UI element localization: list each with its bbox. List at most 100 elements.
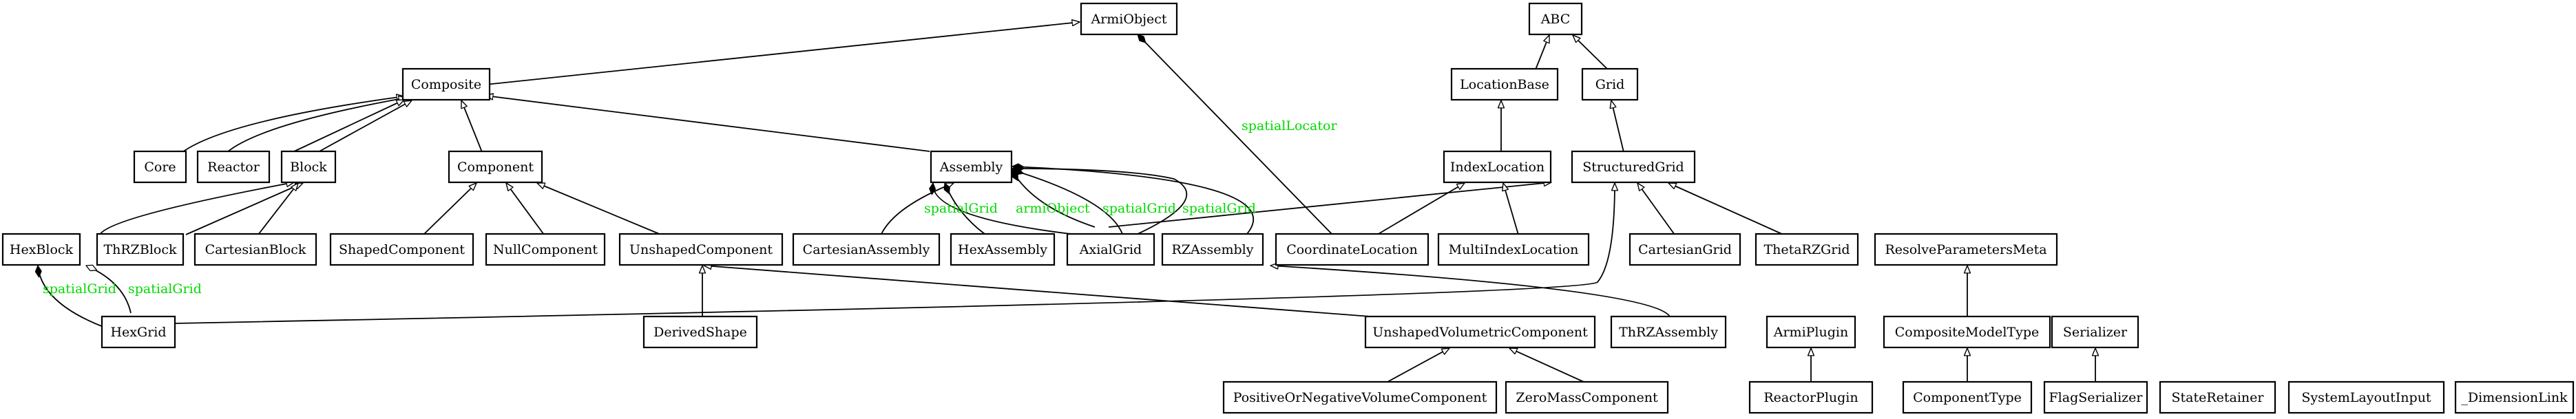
svg-text:CartesianAssembly: CartesianAssembly — [803, 242, 930, 257]
svg-text:ArmiPlugin: ArmiPlugin — [1773, 325, 1848, 340]
compose-rzassembly-assembly — [1012, 166, 1255, 235]
class-node-rzassembly[interactable]: RZAssembly — [1161, 233, 1264, 266]
edge-label-armiobject: armiObject — [1016, 201, 1090, 216]
svg-text:CoordinateLocation: CoordinateLocation — [1286, 242, 1418, 257]
class-node-stateretainer[interactable]: StateRetainer — [2159, 380, 2276, 414]
class-node-unshapedvolumetriccomponent[interactable]: UnshapedVolumetricComponent — [1364, 315, 1596, 349]
class-node-compositemodeltype[interactable]: CompositeModelType — [1883, 315, 2051, 349]
inherit-unshapedcomponent-component — [537, 182, 662, 235]
inherit-reactor-composite — [227, 98, 406, 153]
svg-text:UnshapedVolumetricComponent: UnshapedVolumetricComponent — [1372, 325, 1588, 340]
svg-text:ResolveParametersMeta: ResolveParametersMeta — [1885, 242, 2046, 257]
svg-text:ZeroMassComponent: ZeroMassComponent — [1516, 390, 1658, 405]
svg-text:ThRZBlock: ThRZBlock — [103, 242, 177, 257]
class-node-thetarzgrid[interactable]: ThetaRZGrid — [1755, 233, 1859, 266]
inherit-thetarzgrid-structuredgrid — [1668, 182, 1784, 235]
svg-text:Grid: Grid — [1595, 77, 1625, 92]
class-node-core[interactable]: Core — [133, 150, 187, 184]
class-node-armiobject[interactable]: ArmiObject — [1080, 2, 1178, 36]
class-node-indexlocation[interactable]: IndexLocation — [1443, 150, 1552, 184]
edge-label-spatialgrid: spatialGrid — [1182, 201, 1256, 216]
class-node-armiplugin[interactable]: ArmiPlugin — [1766, 315, 1856, 349]
svg-text:Component: Component — [457, 160, 534, 175]
inherit-composite-armiobject — [485, 22, 1080, 85]
svg-text:StructuredGrid: StructuredGrid — [1582, 160, 1684, 175]
inherit-axialgrid-structuredgrid — [1108, 182, 1551, 228]
class-node-axialgrid[interactable]: AxialGrid — [1066, 233, 1155, 266]
inherit-hexgrid-structuredgrid — [175, 183, 1615, 324]
class-node-cartesiangrid[interactable]: CartesianGrid — [1629, 233, 1741, 266]
class-node-cartesianassembly[interactable]: CartesianAssembly — [792, 233, 941, 266]
svg-text:DerivedShape: DerivedShape — [653, 325, 747, 340]
class-node-systemlayoutinput[interactable]: SystemLayoutInput — [2287, 380, 2445, 414]
inherit-thrzblock-block — [185, 182, 303, 235]
compose-axialgrid-assembly-2 — [1012, 171, 1096, 228]
class-node-positiveornegativevolumecomponent[interactable]: PositiveOrNegativeVolumeComponent — [1222, 380, 1498, 414]
aggregate-hexgrid-hexblock — [86, 266, 132, 314]
class-node-structuredgrid[interactable]: StructuredGrid — [1571, 150, 1696, 184]
class-node-flagserializer[interactable]: FlagSerializer — [2043, 380, 2148, 414]
svg-text:HexGrid: HexGrid — [110, 325, 166, 340]
inherit-zeromass-unshapedvolumetric — [1509, 347, 1584, 383]
svg-text:HexBlock: HexBlock — [10, 242, 74, 257]
inherit-hexblock-block — [99, 182, 294, 235]
class-node-derivedshape[interactable]: DerivedShape — [642, 315, 758, 349]
svg-text:NullComponent: NullComponent — [493, 242, 598, 257]
svg-text:CartesianBlock: CartesianBlock — [205, 242, 306, 257]
svg-text:LocationBase: LocationBase — [1460, 77, 1549, 92]
class-node-resolveparametersmeta[interactable]: ResolveParametersMeta — [1874, 233, 2058, 266]
class-node-multiindexlocation[interactable]: MultiIndexLocation — [1437, 233, 1590, 266]
svg-text:IndexLocation: IndexLocation — [1450, 160, 1544, 175]
class-node-componenttype[interactable]: ComponentType — [1902, 380, 2033, 414]
inherit-structuredgrid-grid — [1611, 100, 1624, 153]
class-node-grid[interactable]: Grid — [1581, 67, 1639, 101]
class-node-hexgrid[interactable]: HexGrid — [101, 315, 176, 349]
class-node-hexassembly[interactable]: HexAssembly — [950, 233, 1056, 266]
svg-text:HexAssembly: HexAssembly — [958, 242, 1047, 257]
inherit-component-composite — [317, 100, 412, 153]
inherit-nullcomponent-component — [506, 183, 545, 235]
class-node-locationbase[interactable]: LocationBase — [1450, 67, 1559, 101]
edge-label-spatialgrid: spatialGrid — [1102, 201, 1176, 216]
class-node-hexblock[interactable]: HexBlock — [1, 233, 81, 266]
class-node-thrzblock[interactable]: ThRZBlock — [96, 233, 185, 266]
compose-coordinatelocation-armiobject — [1138, 34, 1333, 235]
svg-text:Composite: Composite — [411, 77, 481, 92]
inherit-grid-abc — [1573, 35, 1609, 70]
compose-axialgrid-assembly-1 — [933, 183, 1071, 235]
class-node-reactorplugin[interactable]: ReactorPlugin — [1748, 380, 1874, 414]
edge-label-spatialgrid: spatialGrid — [43, 281, 116, 297]
svg-text:ReactorPlugin: ReactorPlugin — [1763, 390, 1858, 405]
class-node-assembly[interactable]: Assembly — [930, 150, 1013, 184]
class-node-cartesianblock[interactable]: CartesianBlock — [193, 233, 317, 266]
class-node-abc[interactable]: ABC — [1528, 2, 1583, 36]
class-node-shapedcomponent[interactable]: ShapedComponent — [329, 233, 474, 266]
svg-text:UnshapedComponent: UnshapedComponent — [629, 242, 773, 257]
svg-text:ComponentType: ComponentType — [1913, 390, 2022, 405]
edge-label-spatiallocator: spatialLocator — [1242, 118, 1337, 133]
inherit-block-composite — [292, 99, 404, 153]
class-node-coordinatelocation[interactable]: CoordinateLocation — [1275, 233, 1430, 266]
inherit-cartesiangrid-structuredgrid — [1637, 183, 1675, 235]
svg-text:ABC: ABC — [1540, 12, 1571, 27]
class-node-nullcomponent[interactable]: NullComponent — [485, 233, 606, 266]
edge-labels: spatialLocator spatialGrid armiObject sp… — [43, 118, 1337, 297]
inherit-core-composite — [182, 96, 404, 153]
class-node-serializer[interactable]: Serializer — [2051, 315, 2139, 349]
class-node-component[interactable]: Component — [448, 150, 543, 184]
class-node-block[interactable]: Block — [280, 150, 337, 184]
svg-text:ShapedComponent: ShapedComponent — [339, 242, 465, 257]
class-node-reactor[interactable]: Reactor — [196, 150, 271, 184]
svg-text:RZAssembly: RZAssembly — [1172, 242, 1254, 257]
class-node-dimensionlink[interactable]: _DimensionLink — [2454, 380, 2575, 414]
svg-text:ThetaRZGrid: ThetaRZGrid — [1763, 242, 1850, 257]
inherit-assembly-composite — [485, 96, 930, 152]
class-node-unshapedcomponent[interactable]: UnshapedComponent — [618, 233, 784, 266]
class-node-composite[interactable]: Composite — [401, 67, 491, 101]
class-node-zeromasscomponent[interactable]: ZeroMassComponent — [1505, 380, 1669, 414]
inherit-unshapedvolumetric-unshapedcomponent — [704, 266, 1371, 317]
svg-text:Core: Core — [144, 160, 176, 175]
class-node-thrzassembly[interactable]: ThRZAssembly — [1610, 315, 1727, 349]
